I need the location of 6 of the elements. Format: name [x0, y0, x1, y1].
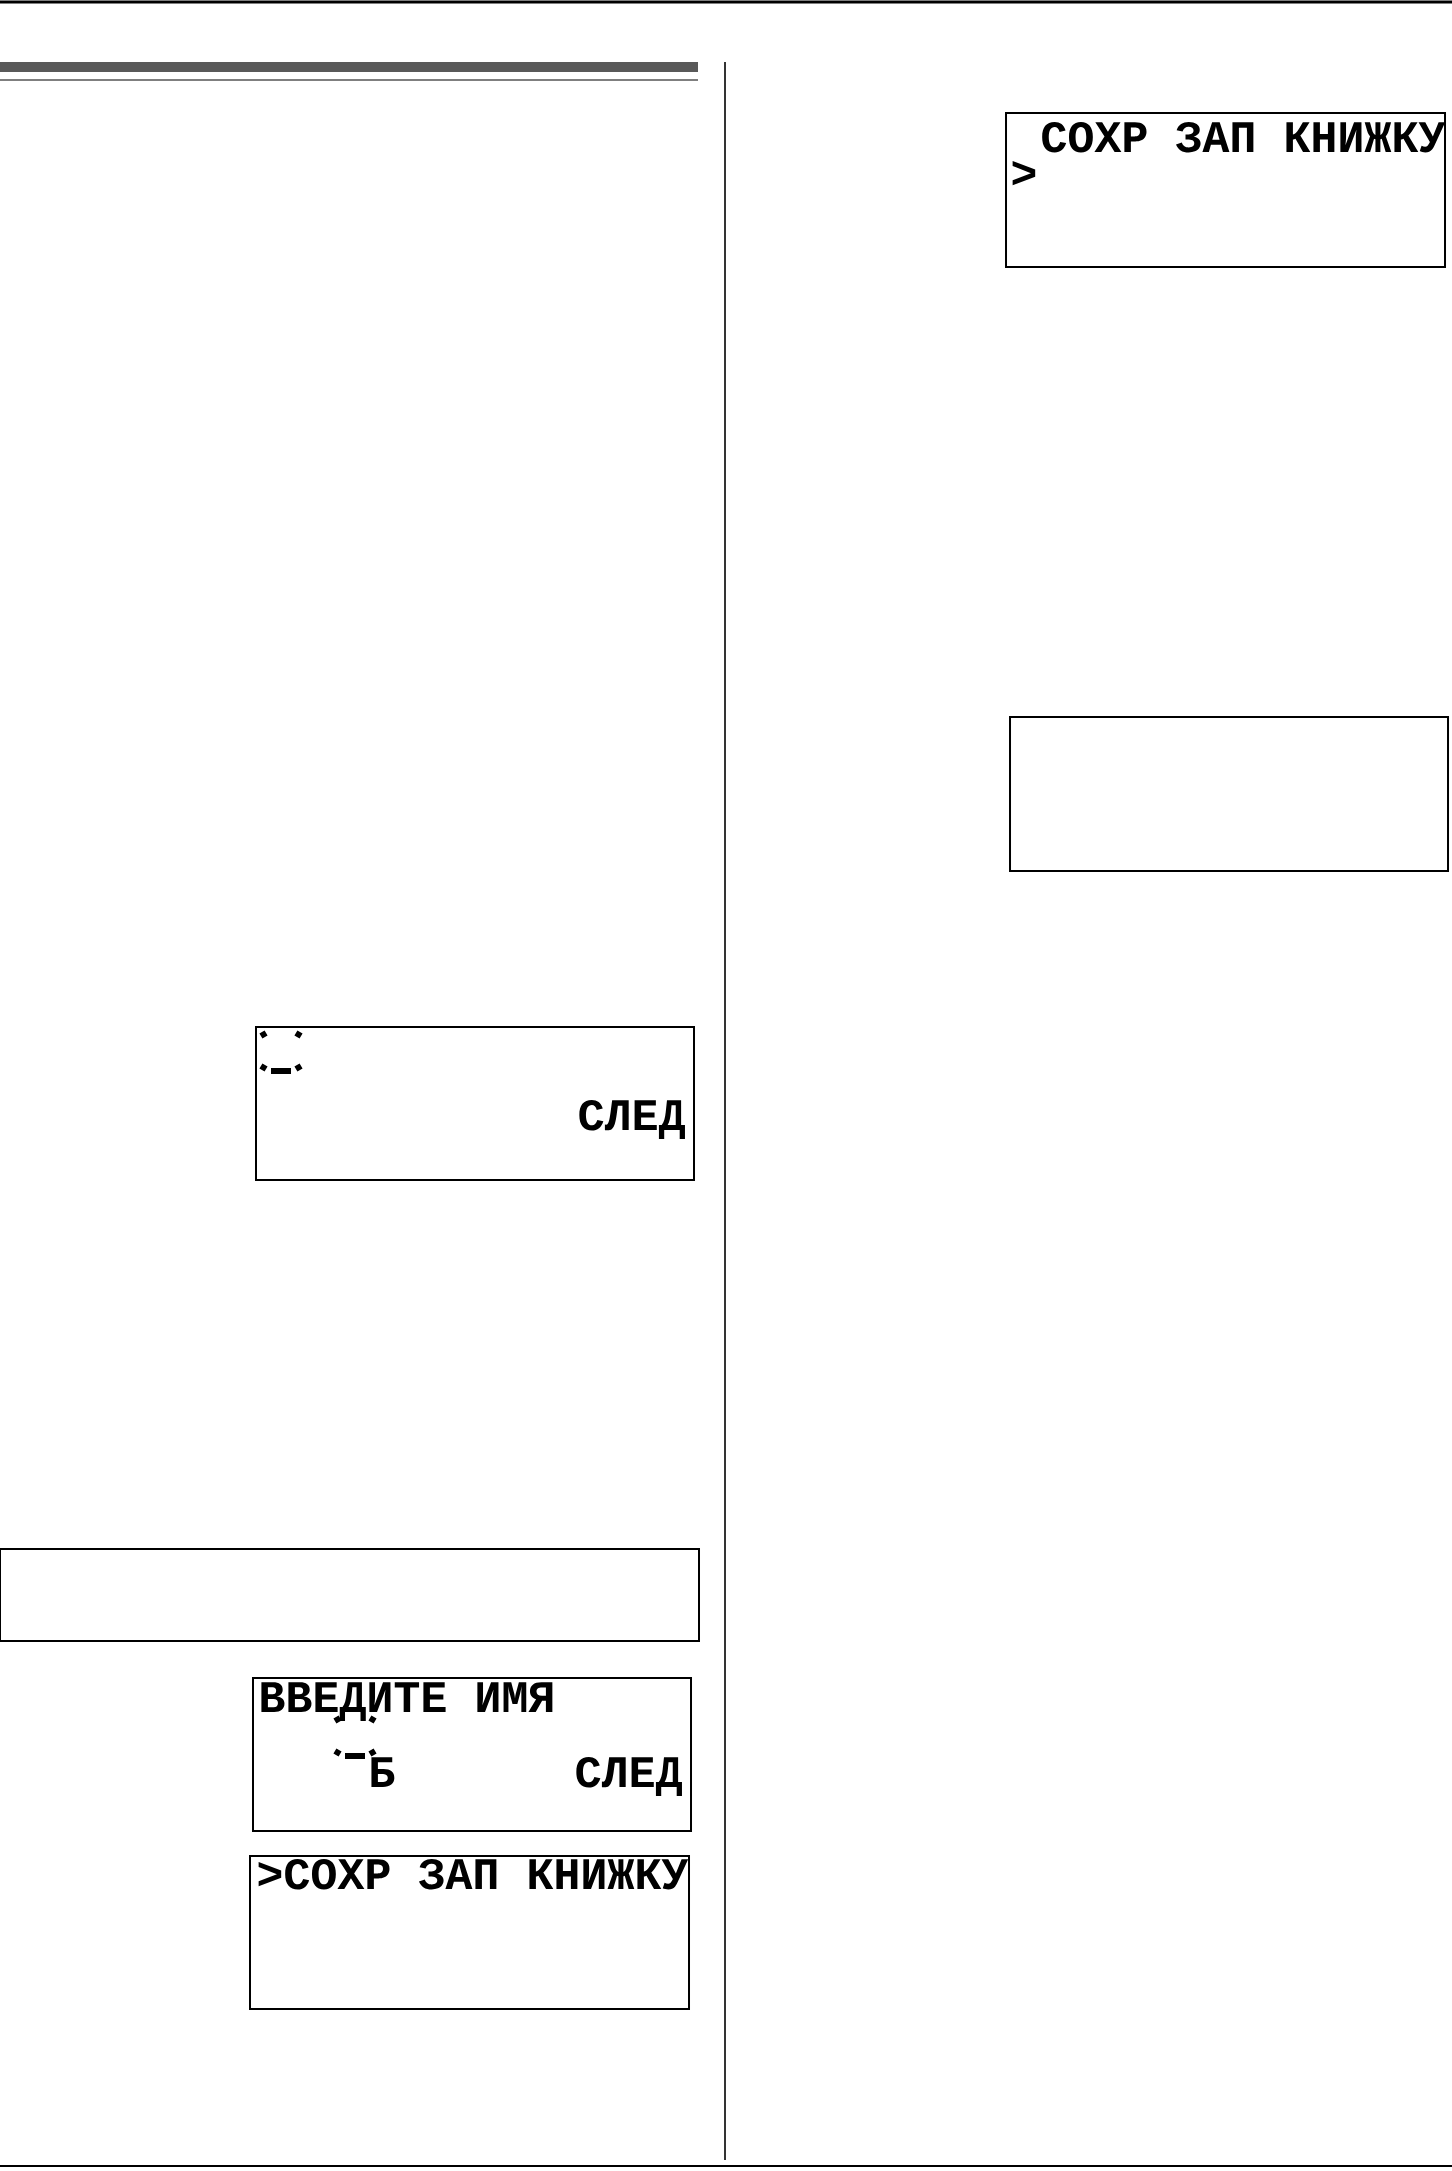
lcd-screen — [0, 1548, 700, 1642]
lcd-screen: СЛЕД — [255, 1026, 695, 1181]
lcd-screen: ВВЕДИТЕ ИМЯ Б СЛЕД — [252, 1677, 692, 1832]
lcd-screen: >СОХР ЗАП КНИЖКУ — [249, 1855, 690, 2010]
lcd-screen: СОХР ЗАП КНИЖКУ > — [1005, 112, 1446, 268]
lcd-screen — [1009, 716, 1449, 872]
